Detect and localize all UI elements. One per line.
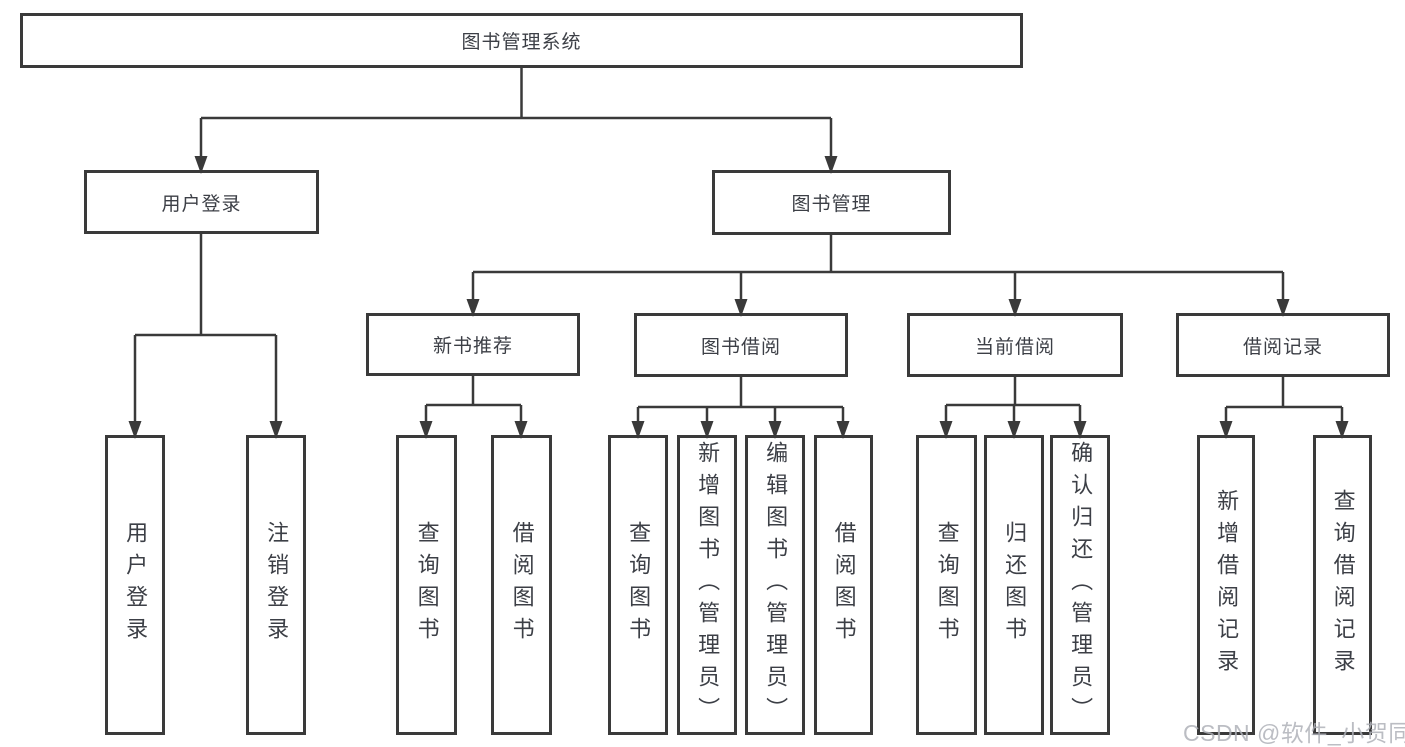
connector-new-book-recommend-children: [419, 376, 528, 439]
node-borrow-records-label: 借阅记录: [1242, 336, 1323, 358]
connector-current-borrow-children: [939, 377, 1087, 439]
leaf-current-query-books-label: 查询图书: [934, 521, 960, 649]
leaf-edit-books-admin-label: 编辑图书（管理员）: [763, 441, 789, 729]
leaf-logout: 注销登录: [246, 435, 306, 735]
leaf-add-books-admin: 新增图书（管理员）: [677, 435, 737, 735]
node-borrow-records: 借阅记录: [1176, 313, 1390, 377]
node-root-system-label: 图书管理系统: [461, 32, 582, 53]
connector-user-login-children: [128, 234, 283, 439]
leaf-return-books-label: 归还图书: [1002, 521, 1028, 649]
leaf-current-query-books: 查询图书: [916, 435, 977, 735]
leaf-add-borrow-record-label: 新增借阅记录: [1214, 489, 1240, 681]
node-book-management-label: 图书管理: [791, 194, 872, 215]
node-current-borrow: 当前借阅: [907, 313, 1123, 377]
node-root-system: 图书管理系统: [20, 13, 1023, 68]
leaf-borrow-query-books-label: 查询图书: [626, 521, 652, 649]
node-new-book-recommend-label: 新书推荐: [432, 336, 513, 357]
connector-root-to-level1: [194, 68, 838, 174]
leaf-confirm-return-admin-label: 确认归还（管理员）: [1068, 441, 1094, 729]
leaf-edit-books-admin: 编辑图书（管理员）: [745, 435, 805, 735]
node-book-borrow: 图书借阅: [634, 313, 848, 377]
leaf-add-borrow-record: 新增借阅记录: [1197, 435, 1255, 735]
leaf-query-borrow-record: 查询借阅记录: [1313, 435, 1372, 735]
leaf-logout-label: 注销登录: [264, 521, 290, 649]
connector-book-borrow-children: [631, 377, 850, 439]
leaf-user-login: 用户登录: [105, 435, 165, 735]
leaf-recommend-borrow-books: 借阅图书: [491, 435, 552, 735]
node-book-management: 图书管理: [712, 170, 951, 235]
connector-book-management-children: [466, 235, 1290, 317]
leaf-return-books: 归还图书: [984, 435, 1044, 735]
connector-borrow-records-children: [1219, 377, 1349, 439]
csdn-watermark: CSDN @软件_小贺同学: [1183, 720, 1405, 746]
leaf-recommend-query-books: 查询图书: [396, 435, 457, 735]
leaf-confirm-return-admin: 确认归还（管理员）: [1050, 435, 1110, 735]
leaf-query-borrow-record-label: 查询借阅记录: [1330, 489, 1356, 681]
node-current-borrow-label: 当前借阅: [974, 336, 1055, 358]
node-new-book-recommend: 新书推荐: [366, 313, 580, 376]
leaf-borrow-query-books: 查询图书: [608, 435, 668, 735]
node-user-login-label: 用户登录: [161, 193, 242, 215]
leaf-user-login-label: 用户登录: [123, 521, 149, 649]
leaf-recommend-query-books-label: 查询图书: [414, 521, 440, 649]
node-user-login: 用户登录: [84, 170, 319, 234]
leaf-recommend-borrow-books-label: 借阅图书: [509, 521, 535, 649]
leaf-borrow-books-label: 借阅图书: [831, 521, 857, 649]
leaf-borrow-books: 借阅图书: [814, 435, 873, 735]
leaf-add-books-admin-label: 新增图书（管理员）: [695, 441, 721, 729]
node-book-borrow-label: 图书借阅: [700, 336, 781, 358]
